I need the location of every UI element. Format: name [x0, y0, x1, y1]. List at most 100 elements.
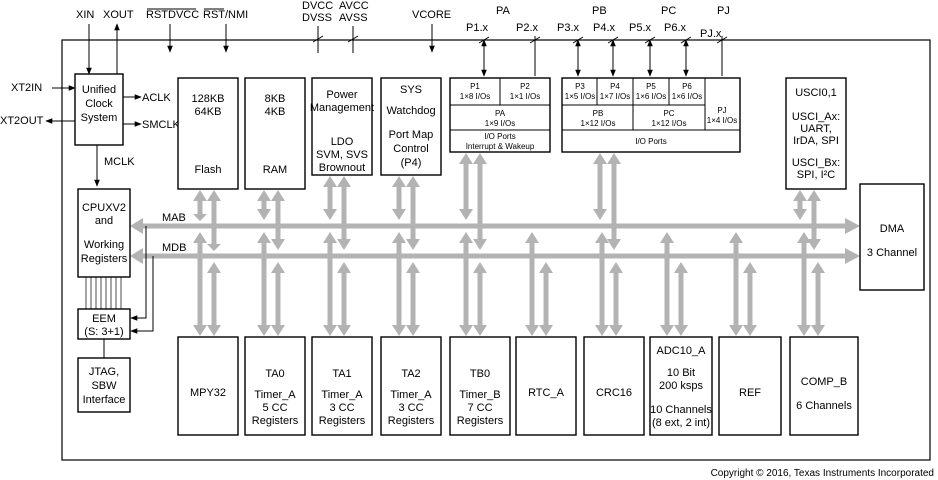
xout-label: XOUT	[103, 9, 134, 21]
mclk-label: MCLK	[104, 156, 135, 168]
svg-text:(S: 3+1): (S: 3+1)	[84, 326, 123, 338]
svg-text:3 CC: 3 CC	[398, 402, 423, 414]
svg-text:ADC10_A: ADC10_A	[657, 345, 707, 357]
svg-text:Brownout: Brownout	[319, 162, 365, 174]
xt2in-label: XT2IN	[11, 82, 42, 94]
smclk-label: SMCLK	[142, 119, 181, 131]
svg-text:TA0: TA0	[265, 368, 284, 380]
svg-text:P4: P4	[610, 82, 620, 91]
comp-b-block: COMP_B 6 Channels	[789, 336, 859, 436]
svg-text:10 Channels: 10 Channels	[650, 404, 712, 416]
svg-text:(P4): (P4)	[401, 157, 422, 169]
pc-group-label: PC	[661, 5, 676, 17]
svg-text:P2: P2	[520, 82, 530, 91]
svg-text:1×12 I/Os: 1×12 I/Os	[652, 119, 687, 128]
xin-label: XIN	[76, 9, 94, 21]
mdb-label: MDB	[162, 242, 186, 254]
svg-text:CPUXV2: CPUXV2	[82, 202, 126, 214]
crc16-block: CRC16	[583, 336, 645, 436]
svg-text:I/O Ports: I/O Ports	[484, 132, 516, 141]
svg-text:MPY32: MPY32	[190, 387, 226, 399]
svg-text:10 Bit: 10 Bit	[667, 367, 695, 379]
svg-text:Registers: Registers	[81, 253, 128, 265]
svg-text:RTC_A: RTC_A	[528, 387, 565, 399]
power-management-block: Power Management LDO SVM, SVS Brownout	[310, 77, 374, 176]
ref-block: REF	[718, 336, 782, 436]
svg-text:COMP_B: COMP_B	[801, 376, 847, 388]
sys-block: SYS Watchdog Port Map Control (P4)	[380, 77, 442, 176]
vcore-label: VCORE	[412, 9, 451, 21]
svg-text:and: and	[95, 215, 113, 227]
svg-text:Registers: Registers	[319, 415, 366, 427]
ram-block: 8KB 4KB RAM	[244, 77, 306, 190]
avcc-label: AVCC	[339, 0, 369, 12]
ta0-block: TA0 Timer_A 5 CC Registers	[244, 336, 306, 436]
svg-text:Flash: Flash	[195, 164, 222, 176]
svg-text:RAM: RAM	[263, 164, 287, 176]
svg-text:Interface: Interface	[83, 394, 126, 406]
pjx-label: PJ.x	[700, 28, 722, 40]
clock-signals: XT2IN XT2OUT ACLK SMCLK MCLK	[0, 82, 181, 187]
svg-text:P6: P6	[682, 82, 692, 91]
svg-text:Timer_A: Timer_A	[390, 389, 432, 401]
svg-text:PJ: PJ	[717, 106, 726, 115]
svg-text:I/O Ports: I/O Ports	[635, 137, 667, 146]
avss-label: AVSS	[339, 12, 368, 24]
p2x-label: P2.x	[516, 22, 539, 34]
rtc-block: RTC_A	[515, 336, 577, 436]
eem-block: EEM (S: 3+1)	[77, 226, 154, 340]
port-pa-block: P1 1×8 I/Os P2 1×1 I/Os PA 1×9 I/Os I/O …	[449, 77, 551, 153]
svg-text:1×7 I/Os: 1×7 I/Os	[600, 92, 630, 101]
mab-label: MAB	[162, 212, 186, 224]
svg-text:1×8 I/Os: 1×8 I/Os	[460, 92, 490, 101]
svg-text:SBW: SBW	[91, 380, 117, 392]
svg-text:1×5 I/Os: 1×5 I/Os	[565, 92, 595, 101]
svg-text:Watchdog: Watchdog	[386, 105, 435, 117]
pb-group-label: PB	[592, 5, 607, 17]
svg-text:USCI_Ax:: USCI_Ax:	[792, 111, 840, 123]
xt2out-label: XT2OUT	[0, 115, 44, 127]
svg-text:1×6 I/Os: 1×6 I/Os	[636, 92, 666, 101]
svg-text:IrDA, SPI: IrDA, SPI	[793, 135, 839, 147]
svg-text:6 Channels: 6 Channels	[796, 400, 852, 412]
svg-text:TB0: TB0	[470, 368, 490, 380]
svg-text:5 CC: 5 CC	[262, 402, 287, 414]
svg-text:Management: Management	[310, 102, 374, 114]
svg-text:PC: PC	[663, 109, 674, 118]
svg-text:8KB: 8KB	[265, 93, 286, 105]
p3x-label: P3.x	[557, 22, 580, 34]
svg-text:Control: Control	[393, 143, 428, 155]
svg-text:1×1 I/Os: 1×1 I/Os	[510, 92, 540, 101]
svg-text:200 ksps: 200 ksps	[659, 380, 704, 392]
jtag-block: JTAG, SBW Interface	[77, 339, 131, 413]
svg-text:SVM, SVS: SVM, SVS	[316, 149, 368, 161]
tb0-block: TB0 Timer_B 7 CC Registers	[449, 336, 511, 436]
svg-text:DMA: DMA	[880, 223, 905, 235]
svg-text:4KB: 4KB	[265, 106, 286, 118]
pa-group-label: PA	[496, 5, 511, 17]
p5x-label: P5.x	[629, 22, 652, 34]
svg-text:Power: Power	[326, 89, 358, 101]
svg-text:Clock: Clock	[85, 98, 113, 110]
copyright: Copyright © 2016, Texas Instruments Inco…	[711, 468, 934, 479]
svg-text:PA: PA	[495, 109, 506, 118]
device-outline	[61, 39, 931, 461]
p4x-label: P4.x	[593, 22, 616, 34]
svg-text:(8 ext, 2 int): (8 ext, 2 int)	[652, 417, 710, 429]
svg-text:EEM: EEM	[92, 313, 116, 325]
svg-text:128KB: 128KB	[191, 93, 224, 105]
svg-text:1×9 I/Os: 1×9 I/Os	[485, 119, 515, 128]
svg-text:USCI0,1: USCI0,1	[795, 87, 837, 99]
ucs-block: Unified Clock System	[74, 73, 124, 146]
svg-text:Timer_B: Timer_B	[459, 389, 500, 401]
port-pb-pc-pj-block: P3 1×5 I/Os P4 1×7 I/Os P5 1×6 I/Os P6 1…	[561, 77, 741, 153]
port-labels: PA PB PC PJ P1.x P2.x P3.x P4.x P5.x P6.…	[466, 5, 730, 77]
rst-nmi-label: RST/NMI	[203, 9, 248, 21]
svg-text:REF: REF	[739, 387, 761, 399]
svg-text:Working: Working	[84, 239, 124, 251]
rstdvcc-label: RSTDVCC	[146, 9, 199, 21]
svg-text:LDO: LDO	[331, 136, 354, 148]
svg-text:Interrupt & Wakeup: Interrupt & Wakeup	[466, 142, 535, 151]
svg-text:P1: P1	[470, 82, 480, 91]
svg-text:Registers: Registers	[457, 415, 504, 427]
